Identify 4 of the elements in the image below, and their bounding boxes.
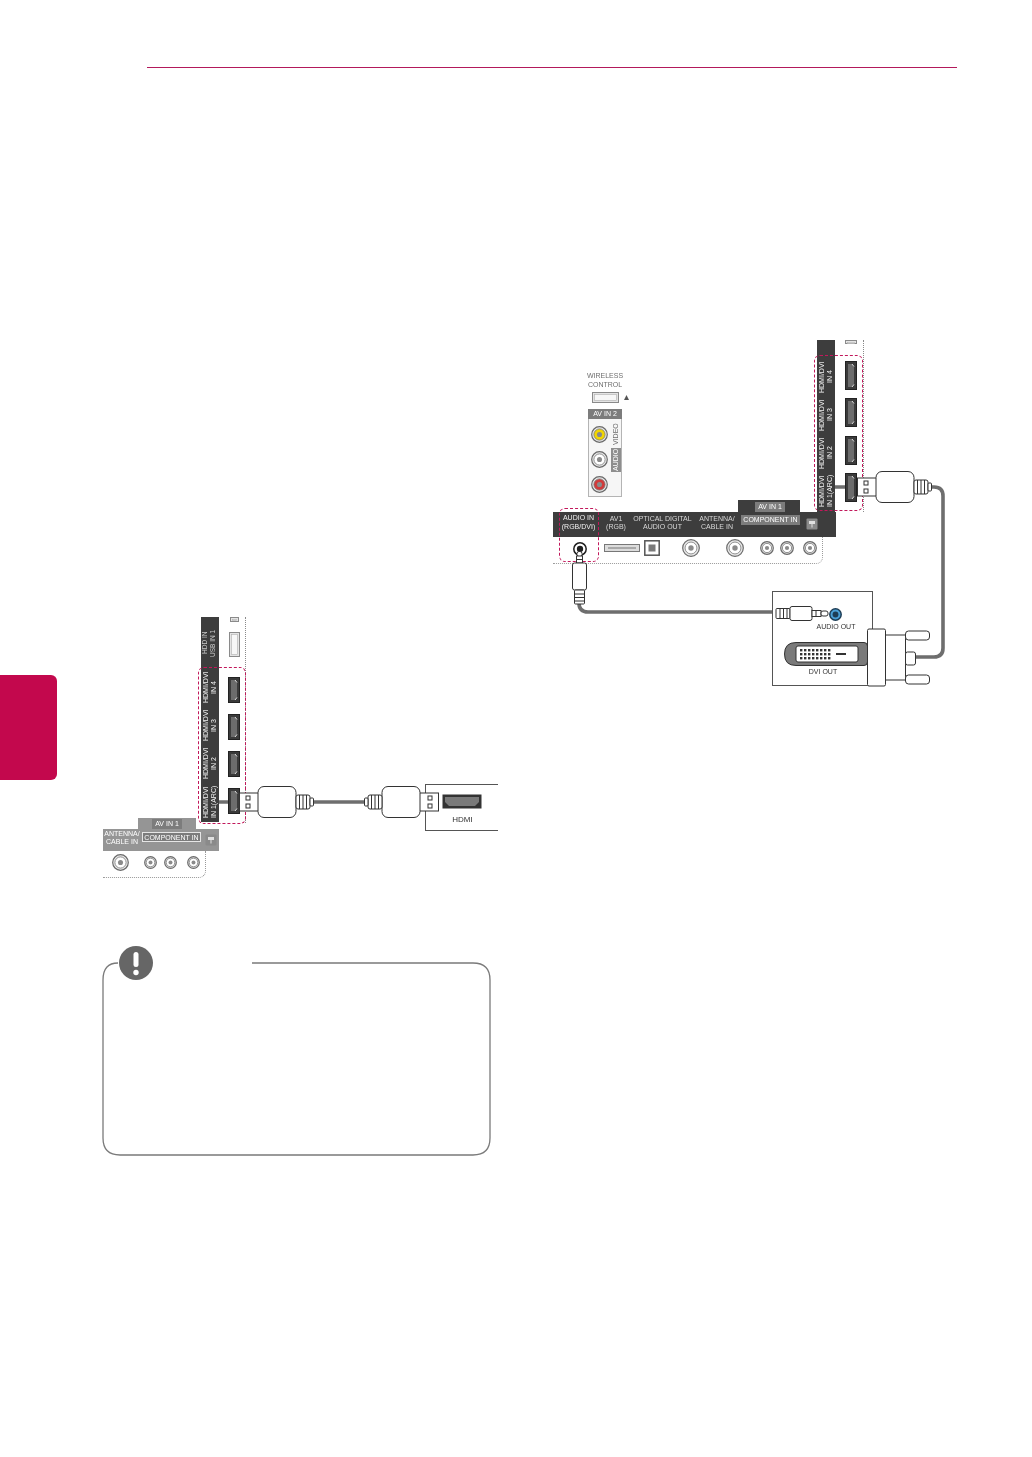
highlight-outline	[559, 508, 599, 562]
chapter-tab	[0, 675, 57, 780]
device-panel	[425, 784, 498, 831]
port-label: HDMI	[451, 814, 474, 826]
